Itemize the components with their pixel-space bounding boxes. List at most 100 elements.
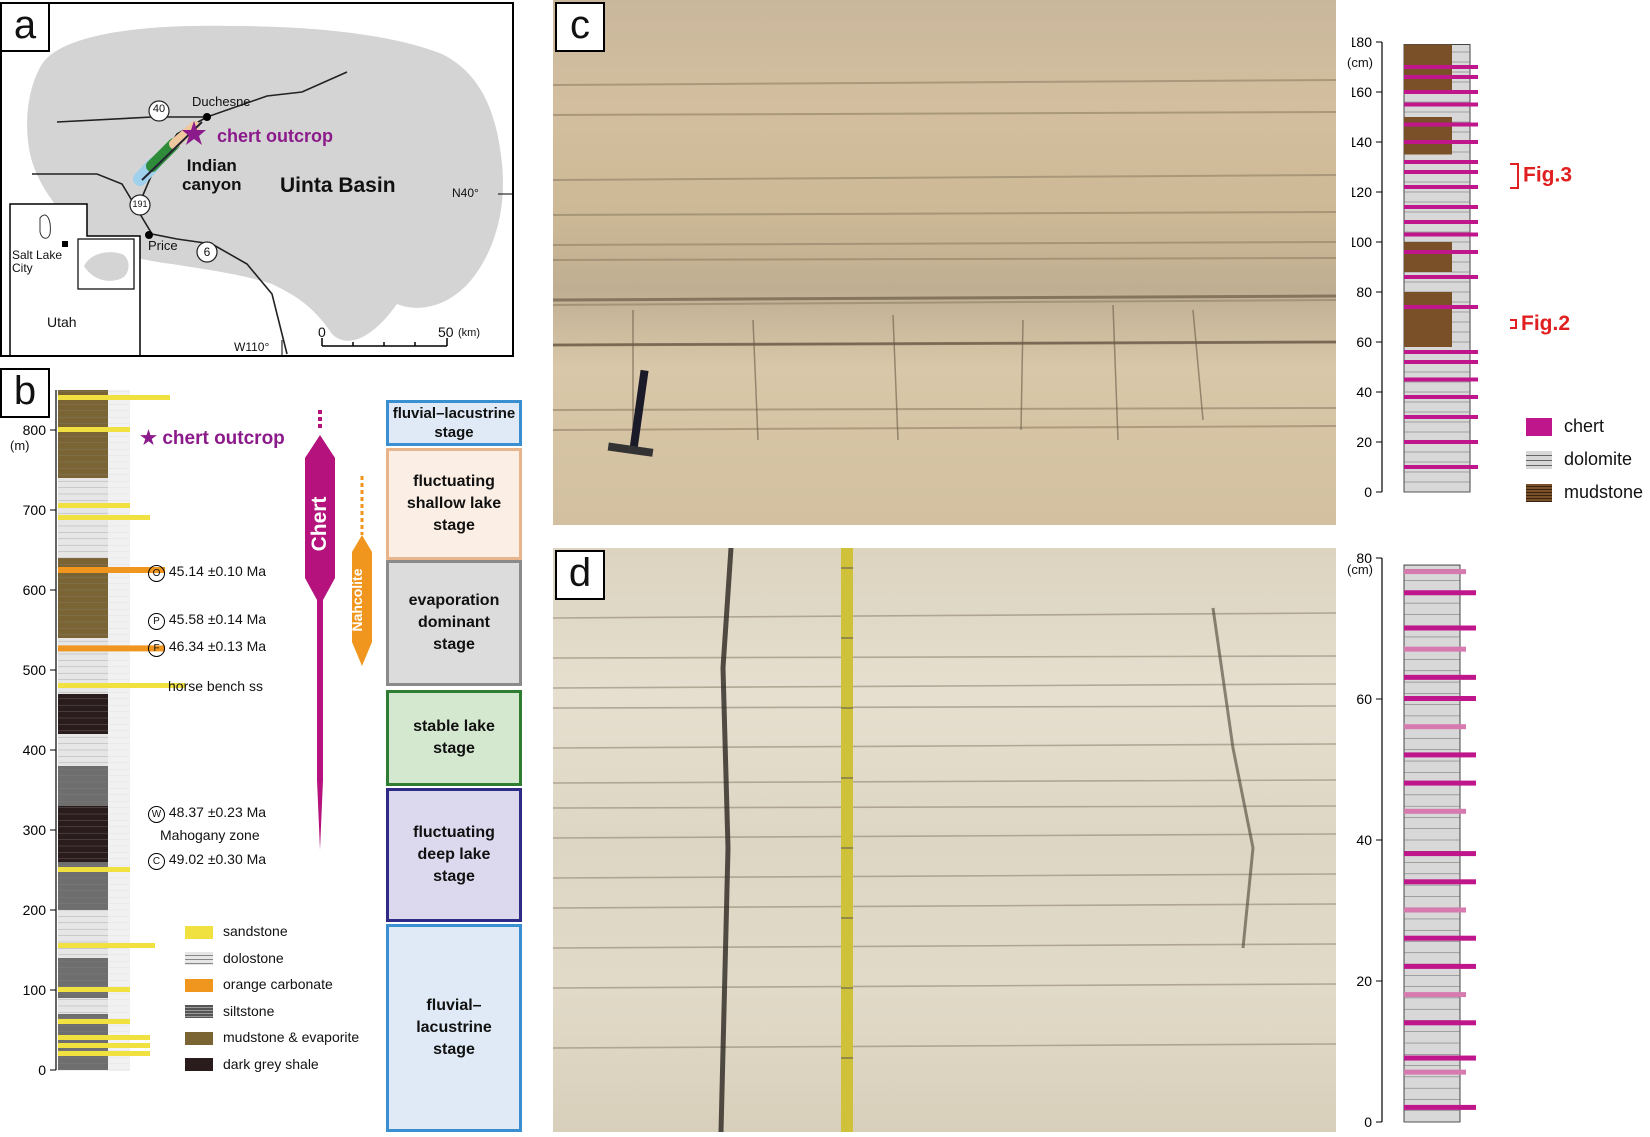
utah-label: Utah [47, 314, 77, 330]
column-c-unit: (cm) [1347, 55, 1373, 70]
tick-label: 200 [23, 902, 47, 918]
hammer-handle [629, 369, 649, 451]
scale-end-label: 50 [438, 324, 454, 340]
lithology-block [58, 694, 108, 734]
tick-label: 60 [1356, 691, 1372, 707]
chert-bed [1404, 674, 1476, 680]
column-b-chert-outcrop: ★ chert outcrop [140, 428, 285, 449]
chert-bed [1404, 220, 1478, 224]
stage-box: fluvial–lacustrine stage [386, 400, 522, 446]
latitude-label: N40° [452, 186, 479, 200]
dolostone-band [108, 390, 130, 1070]
legend-item: orange carbonate [185, 971, 359, 998]
chert-bed [1404, 1104, 1476, 1110]
chert-bed [1404, 185, 1478, 189]
scale-unit-label: (km) [458, 327, 480, 339]
tick-label: 800 [23, 422, 47, 438]
scale-start-label: 0 [318, 324, 326, 340]
sandstone-bed [58, 1035, 150, 1040]
lithology-block [58, 622, 108, 638]
legend-c: chert dolomite mudstone [1526, 410, 1643, 509]
nahcolite-range-bar [352, 535, 372, 666]
sandstone-bed [58, 395, 170, 400]
chert-bed [1404, 569, 1466, 575]
sandstone-bed [58, 1051, 150, 1056]
lithology-block [58, 766, 108, 806]
price-dot [145, 231, 153, 239]
horse-bench-label: horse bench ss [168, 678, 263, 694]
column-b-unit: (m) [10, 438, 30, 453]
age-label-w: W 48.37 ±0.23 Ma [148, 804, 266, 823]
stage-box: fluctuating shallow lake stage [386, 448, 522, 560]
panel-label-a: a [0, 2, 50, 52]
legend-item: chert [1526, 410, 1643, 443]
legend-item: mudstone & evaporite [185, 1024, 359, 1051]
tick-label: 600 [23, 582, 47, 598]
panel-label-d: d [555, 550, 605, 600]
chert-bed [1404, 440, 1478, 444]
lithology-block [58, 806, 108, 862]
tick-label: 40 [1356, 832, 1372, 848]
highway-191-label: 191 [132, 199, 148, 209]
stage-box: evaporation dominant stage [386, 560, 522, 686]
chert-bed [1404, 1055, 1476, 1061]
legend-item: mudstone [1526, 476, 1643, 509]
chert-bed [1404, 646, 1466, 652]
tick-label: 180 [1352, 34, 1372, 50]
tick-label: 100 [1352, 234, 1372, 250]
chert-bed [1404, 395, 1478, 399]
tick-label: 160 [1352, 84, 1372, 100]
sandstone-bed [58, 683, 185, 688]
stage-box: fluctuating deep lake stage [386, 788, 522, 922]
tick-label: 40 [1356, 384, 1372, 400]
chert-bed [1404, 625, 1476, 631]
chert-bed [1404, 851, 1476, 857]
panel-label-c: c [555, 2, 605, 52]
chert-bed [1404, 305, 1478, 309]
chert-bed [1404, 122, 1478, 127]
age-label-o: O 45.14 ±0.10 Ma [148, 563, 266, 582]
chert-bed [1404, 907, 1466, 913]
chert-bed [1404, 232, 1478, 237]
chert-bed [1404, 696, 1476, 701]
chert-bed [1404, 1069, 1466, 1075]
outcrop-photo-c [553, 0, 1336, 525]
orange-carbonate-bed [58, 645, 165, 652]
sandstone-bed [58, 427, 130, 432]
chert-bed [1404, 590, 1476, 596]
stage-box: stable lake stage [386, 690, 522, 786]
tick-label: 80 [1356, 550, 1372, 566]
sandstone-bed [58, 1019, 130, 1024]
chert-bed [1404, 992, 1466, 998]
lithology-block [58, 910, 108, 958]
basin-shape [27, 25, 503, 341]
sandstone-bed [58, 515, 150, 520]
duchesne-label: Duchesne [192, 94, 251, 109]
measuring-tape [841, 548, 853, 1132]
chert-bed [1404, 377, 1478, 382]
legend-b: sandstone dolostone orange carbonate sil… [185, 918, 359, 1077]
chert-bed [1404, 808, 1466, 814]
tick-label: 20 [1356, 973, 1372, 989]
chert-bed [1404, 170, 1478, 174]
basin-name-label: Uinta Basin [280, 174, 396, 197]
range-bars [305, 410, 372, 850]
star-icon: ★ [140, 428, 158, 449]
tick-label: 120 [1352, 184, 1372, 200]
age-label-c: C 49.02 ±0.30 Ma [148, 851, 266, 870]
chert-bed [1404, 360, 1478, 364]
panel-label-b: b [0, 368, 50, 418]
chert-bed [1404, 102, 1478, 107]
fig3-ref: Fig.3 [1510, 163, 1572, 189]
tick-label: 60 [1356, 334, 1372, 350]
lithology-block [58, 438, 108, 478]
stage-box: fluvial–lacustrine stage [386, 924, 522, 1132]
chert-bed [1404, 140, 1478, 144]
chert-bed [1404, 935, 1476, 941]
legend-item: dark grey shale [185, 1051, 359, 1078]
age-label-f: F 46.34 ±0.13 Ma [148, 638, 266, 657]
legend-item: siltstone [185, 998, 359, 1025]
mudstone-bed [1404, 242, 1452, 272]
